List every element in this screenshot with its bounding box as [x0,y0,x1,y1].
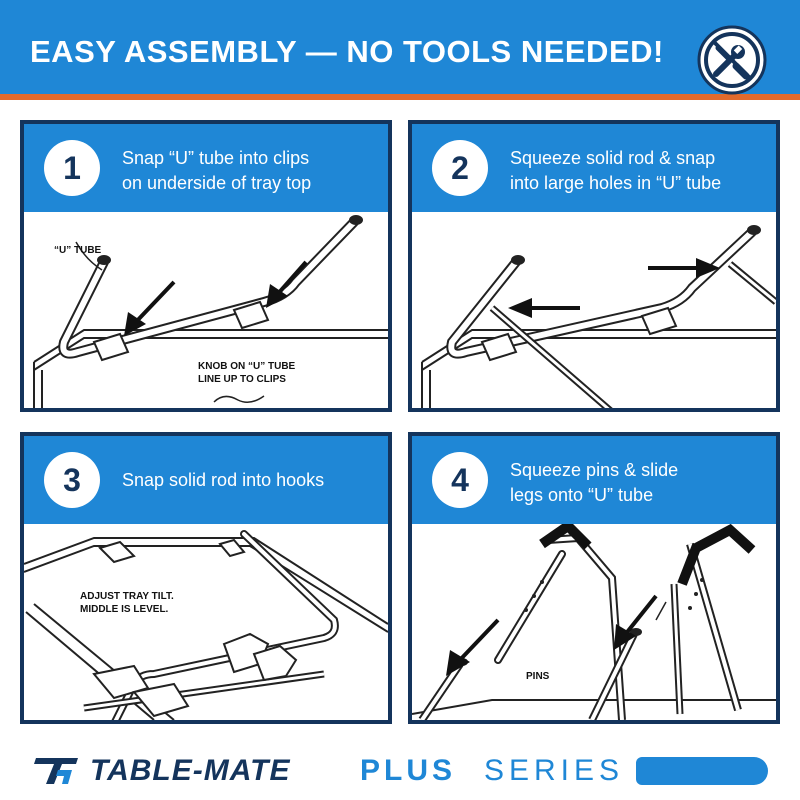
step-instruction-3: Snap solid rod into hooks [122,470,325,490]
brand-footer: TABLE-MATE PLUS SERIES [0,740,800,800]
brand-series: SERIES [484,754,625,787]
step-illustration-1 [33,215,388,408]
table-mate-logo-icon [34,758,78,784]
header-banner: EASY ASSEMBLY — NO TOOLS NEEDED! [0,0,800,100]
step-illustration-4 [412,524,776,720]
step-panel-1: 1 Snap “U” tube into clips on underside … [20,120,392,412]
step-header-3: 3 Snap solid rod into hooks [24,436,388,524]
step-panel-2: 2 Squeeze solid rod & snap into large ho… [408,120,780,412]
step-illustration-3 [24,530,388,720]
callout-u-tube: “U” TUBE [54,245,102,256]
step-number-2: 2 [432,140,488,196]
step-header-4: 4 Squeeze pins & slide legs onto “U” tub… [412,436,776,524]
brand-accent-bar [636,757,768,785]
brand-plus: PLUS [360,754,457,787]
step-number-3: 3 [44,452,100,508]
step-header-1: 1 Snap “U” tube into clips on underside … [24,124,388,212]
no-tools-icon [697,25,767,95]
callout-adjust-tilt: ADJUST TRAY TILT. MIDDLE IS LEVEL. [80,591,174,615]
callout-pins: PINS [526,671,550,682]
step-instruction-4: Squeeze pins & slide legs onto “U” tube [510,460,679,505]
callout-knob-clips: KNOB ON “U” TUBE LINE UP TO CLIPS [198,361,296,385]
step-panel-4: 4 Squeeze pins & slide legs onto “U” tub… [408,432,780,724]
step-number-1: 1 [44,140,100,196]
step-instruction-1: Snap “U” tube into clips on underside of… [122,148,312,193]
step-panel-3: 3 Snap solid rod into hooks ADJUST TRAY … [20,432,392,724]
step-header-2: 2 Squeeze solid rod & snap into large ho… [412,124,776,212]
step-number-4: 4 [432,452,488,508]
brand-name: TABLE-MATE [90,754,291,787]
page-title: EASY ASSEMBLY — NO TOOLS NEEDED! [30,34,664,69]
step-illustration-2 [421,225,776,408]
step-instruction-2: Squeeze solid rod & snap into large hole… [510,148,722,193]
